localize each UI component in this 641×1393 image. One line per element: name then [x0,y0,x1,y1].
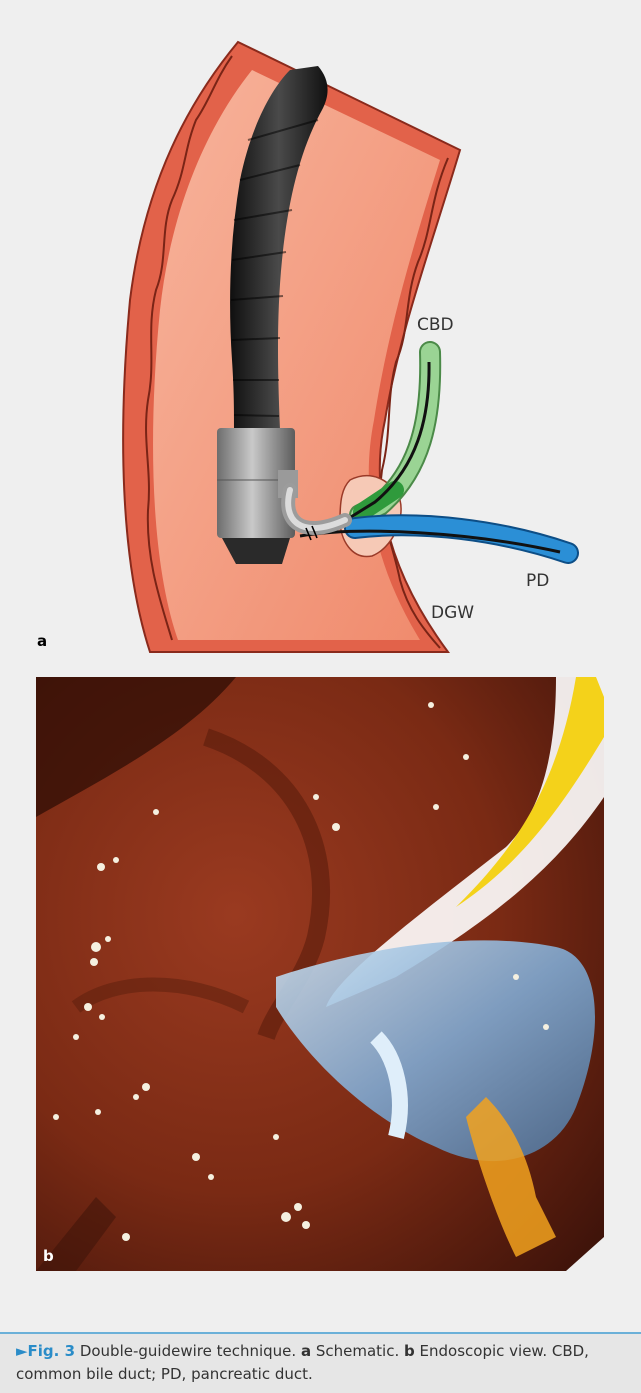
caption-title: Double-guidewire technique. [80,1342,296,1360]
label-pd: PD [526,571,549,591]
endoscopic-view-image [36,677,604,1271]
caption-part-b-letter: b [404,1342,415,1360]
caption-figure-number: Fig. 3 [28,1342,75,1360]
label-dgw: DGW [431,603,474,623]
schematic-illustration [0,0,641,660]
endoscopic-photo: b [36,677,604,1271]
panel-label-b: b [43,1247,54,1265]
caption-part-a-text: Schematic. [316,1342,399,1360]
figure-panel: CBD PD DGW a [0,0,641,1332]
label-cbd: CBD [417,315,454,335]
caption-part-a-letter: a [301,1342,311,1360]
panel-label-a: a [37,632,47,650]
figure-caption: ►Fig. 3 Double-guidewire technique. a Sc… [0,1332,641,1393]
caption-arrow-icon: ► [16,1342,28,1360]
